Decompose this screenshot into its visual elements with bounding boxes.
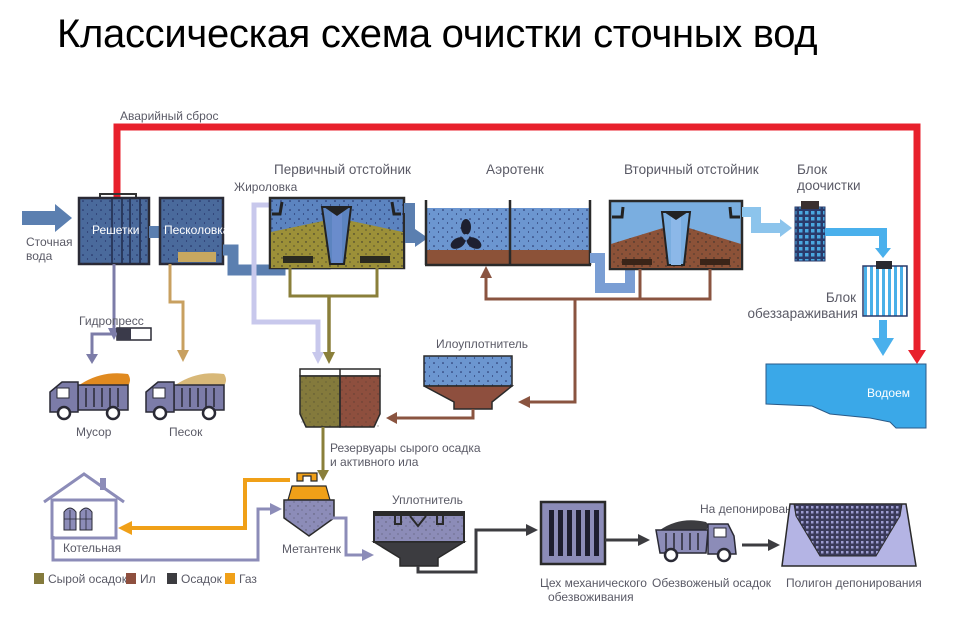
primary-clarifier-unit — [268, 196, 406, 270]
grease-trap-label: Жироловка — [234, 180, 298, 194]
post-treatment-label-2: доочистки — [797, 178, 861, 193]
screens-label: Решетки — [92, 223, 140, 237]
mechanical-dewatering-label-2: обезвоживания — [548, 590, 634, 604]
mechanical-dewatering-unit — [539, 500, 607, 566]
flow-arrow — [526, 524, 538, 536]
legend-swatch-sludge — [167, 573, 177, 584]
flow-arrow — [768, 539, 780, 551]
pipe-to-post-treatment — [742, 207, 782, 233]
legend-swatch-activated-sludge — [126, 573, 136, 584]
garbage-truck-icon — [49, 373, 130, 421]
excess-sludge-arrow — [518, 396, 530, 408]
wastewater-inflow-arrow — [22, 204, 72, 232]
debris-line-2 — [90, 332, 117, 355]
sludge-thickener-label: Илоуплотнитель — [436, 337, 528, 351]
debris-arrow-2 — [86, 354, 98, 364]
water-body — [765, 363, 927, 429]
heating-loop-line — [51, 507, 272, 562]
page-title: Классическая схема очистки сточных вод — [57, 12, 818, 56]
flow-arrow — [875, 248, 891, 258]
water-body-label: Водоем — [867, 386, 910, 400]
aerotank-label: Аэротенк — [486, 162, 544, 177]
reservoirs-label-2: и активного ила — [330, 455, 419, 469]
landfill-unit — [781, 503, 917, 567]
heating-loop-arrow — [270, 503, 282, 515]
flow-arrow — [638, 534, 650, 546]
wastewater-in-label: Сточная — [26, 235, 73, 249]
aerotank-unit — [424, 200, 592, 267]
pipe-to-disinfection — [825, 228, 887, 250]
garbage-label: Мусор — [76, 425, 112, 439]
grease-line — [251, 202, 321, 355]
legend-label-sludge: Осадок — [181, 572, 223, 586]
emergency-discharge-label: Аварийный сброс — [120, 109, 219, 123]
legend-label-gas: Газ — [239, 572, 257, 586]
return-sludge-line — [484, 274, 640, 301]
landfill-label: Полигон депонирования — [786, 576, 922, 590]
methane-tank-unit — [283, 472, 335, 537]
secondary-clarifier-label: Вторичный отстойник — [624, 162, 759, 177]
methane-tank-label: Метантенк — [282, 542, 342, 556]
grit-chamber-label: Песколовка — [164, 223, 230, 237]
boiler-house-label: Котельная — [63, 541, 121, 555]
dewatered-sludge-label: Обезвоженый осадок — [652, 576, 772, 590]
disinfection-label-2: обеззараживания — [748, 306, 858, 321]
excess-sludge-line — [530, 299, 577, 404]
pipe-to-secondary — [590, 253, 635, 293]
aerator-icon — [450, 219, 482, 249]
post-treatment-label: Блок — [797, 162, 827, 177]
legend: Сырой осадок Ил Осадок Газ — [34, 572, 257, 586]
sand-arrow — [177, 350, 189, 362]
thickener-to-reservoir-line — [396, 409, 475, 420]
legend-label-activated-sludge: Ил — [140, 572, 156, 586]
mechanical-dewatering-label: Цех механического — [540, 576, 647, 590]
boiler-house-icon — [43, 472, 125, 540]
dewatered-sludge-truck-icon — [655, 520, 737, 563]
legend-swatch-raw-sludge — [34, 573, 44, 584]
reservoirs-label: Резервуары сырого осадка — [330, 441, 481, 455]
legend-swatch-gas — [225, 573, 235, 584]
pipe — [149, 226, 161, 238]
thickener-to-reservoir-arrow — [386, 412, 397, 424]
gas-line — [130, 478, 290, 530]
flow-arrow — [780, 219, 792, 237]
disinfection-label: Блок — [826, 290, 856, 305]
screens-unit — [77, 193, 151, 266]
sand-truck-icon — [145, 373, 226, 421]
thickener-label: Уплотнитель — [392, 493, 463, 507]
emergency-discharge-line — [113, 123, 926, 364]
secondary-clarifier-unit — [608, 199, 744, 271]
reservoir-to-methane-arrow — [317, 470, 329, 481]
sand-label: Песок — [169, 425, 203, 439]
primary-clarifier-label: Первичный отстойник — [274, 162, 411, 177]
pipe-to-aerotank — [404, 203, 418, 243]
raw-sludge-arrow — [323, 352, 335, 364]
flow-arrow — [872, 338, 894, 356]
activated-sludge-line — [638, 269, 712, 301]
to-deposit-label: На депонирование — [700, 502, 805, 516]
sludge-reservoirs-unit — [299, 368, 381, 428]
sludge-thickener-unit — [423, 355, 515, 410]
thickener-to-dewatering-line — [416, 528, 528, 574]
grease-arrow — [312, 352, 324, 364]
hydropress-unit — [116, 327, 152, 341]
post-treatment-unit — [794, 201, 826, 262]
legend-label-raw-sludge: Сырой осадок — [48, 572, 128, 586]
disinfection-unit — [862, 261, 908, 317]
raw-sludge-line — [288, 268, 379, 298]
return-sludge-arrow — [480, 266, 492, 278]
flow-arrow — [415, 229, 428, 247]
grit-chamber-unit — [158, 196, 225, 266]
hydropress-label: Гидропресс — [79, 314, 144, 328]
gas-arrow — [118, 521, 132, 535]
methane-to-thickener-arrow — [362, 549, 374, 561]
sand-line — [168, 264, 185, 352]
methane-to-thickener-line — [330, 516, 362, 557]
thickener-unit — [371, 511, 467, 567]
wastewater-in-label-2: вода — [26, 249, 53, 263]
pipe-to-water-body — [879, 320, 887, 340]
